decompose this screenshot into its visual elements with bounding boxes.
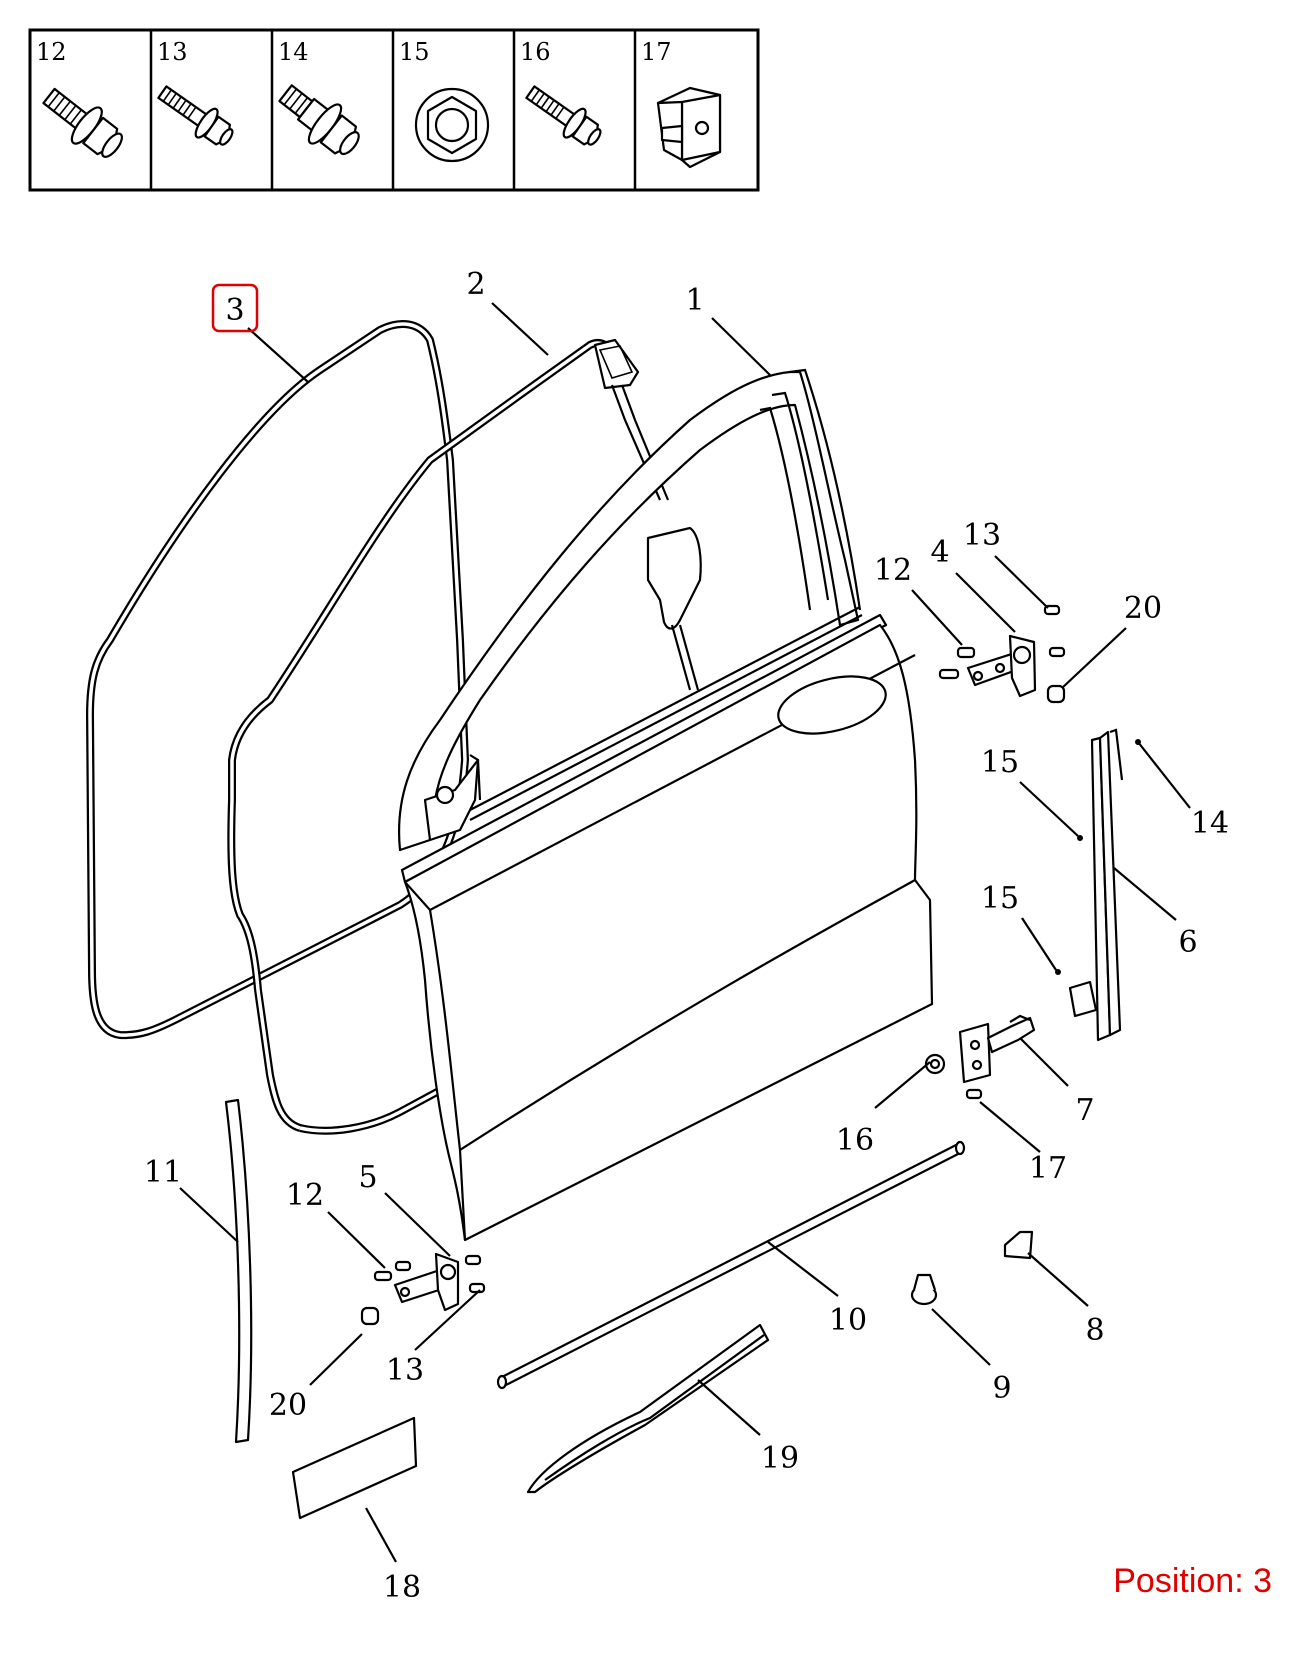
bolt-icon: [525, 85, 602, 146]
bumper-part-9: [910, 1273, 938, 1306]
clip-icon: [656, 86, 722, 169]
lower-garnish-part-19: [526, 1323, 770, 1494]
table-cell-number: 12: [36, 38, 67, 66]
upper-hinge: [938, 604, 1066, 704]
door-seal-outer: [86, 320, 469, 1040]
table-cell-number: 13: [157, 38, 188, 66]
front-trim-strip-part-11: [224, 1098, 253, 1444]
table-cell-number: 14: [278, 38, 309, 66]
bracket-part-8: [1003, 1230, 1034, 1260]
callout-1[interactable]: 1: [685, 283, 704, 318]
callout-20[interactable]: 20: [1124, 591, 1162, 626]
bolt-icon: [157, 85, 234, 146]
callout-4[interactable]: 4: [930, 535, 949, 570]
callout-14[interactable]: 14: [1191, 806, 1229, 841]
callout-12[interactable]: 12: [874, 553, 912, 588]
callout-13[interactable]: 13: [386, 1353, 424, 1388]
highlight-box: [211, 283, 259, 333]
callout-12[interactable]: 12: [286, 1178, 324, 1213]
callout-5[interactable]: 5: [358, 1160, 377, 1195]
callout-11[interactable]: 11: [144, 1155, 182, 1190]
door-seal-inner: [227, 339, 614, 1135]
callout-19[interactable]: 19: [761, 1441, 799, 1476]
table-cell-number: 15: [399, 38, 430, 66]
callout-9[interactable]: 9: [992, 1371, 1011, 1406]
lower-hinge: [360, 1252, 486, 1326]
flange-bolt-icon: [42, 87, 123, 158]
glass-run-channel: [593, 338, 702, 691]
table-cell-number: 17: [641, 38, 672, 66]
callout-15[interactable]: 15: [981, 881, 1019, 916]
callout-8[interactable]: 8: [1085, 1313, 1104, 1348]
callout-labels: 3 2 1 4 13 12 20 15 14 15 6 7 16 17 11 5…: [144, 267, 1229, 1605]
table-cell-number: 16: [520, 38, 551, 66]
callout-18[interactable]: 18: [383, 1570, 421, 1605]
lower-moulding-part-10: [496, 1140, 966, 1390]
callout-3[interactable]: 3: [225, 293, 244, 328]
callout-20[interactable]: 20: [269, 1388, 307, 1423]
callout-10[interactable]: 10: [829, 1303, 867, 1338]
callout-17[interactable]: 17: [1029, 1151, 1067, 1186]
callout-16[interactable]: 16: [836, 1123, 874, 1158]
door-check: [924, 1014, 1036, 1100]
callout-2[interactable]: 2: [466, 267, 485, 302]
parts-table: 12 13 14 15 16 17: [28, 28, 760, 192]
position-label: Position: 3: [1113, 1562, 1272, 1600]
protective-film-part-18: [291, 1416, 418, 1520]
callout-7[interactable]: 7: [1075, 1093, 1094, 1128]
rear-glass-channel: [1055, 728, 1141, 1042]
leader-lines: [179, 302, 1191, 1563]
callout-13[interactable]: 13: [963, 518, 1001, 553]
callout-6[interactable]: 6: [1178, 925, 1197, 960]
callout-15[interactable]: 15: [981, 745, 1019, 780]
shoulder-bolt-icon: [278, 84, 360, 156]
door-shell: [398, 368, 934, 1242]
flange-nut-icon: [414, 87, 490, 163]
